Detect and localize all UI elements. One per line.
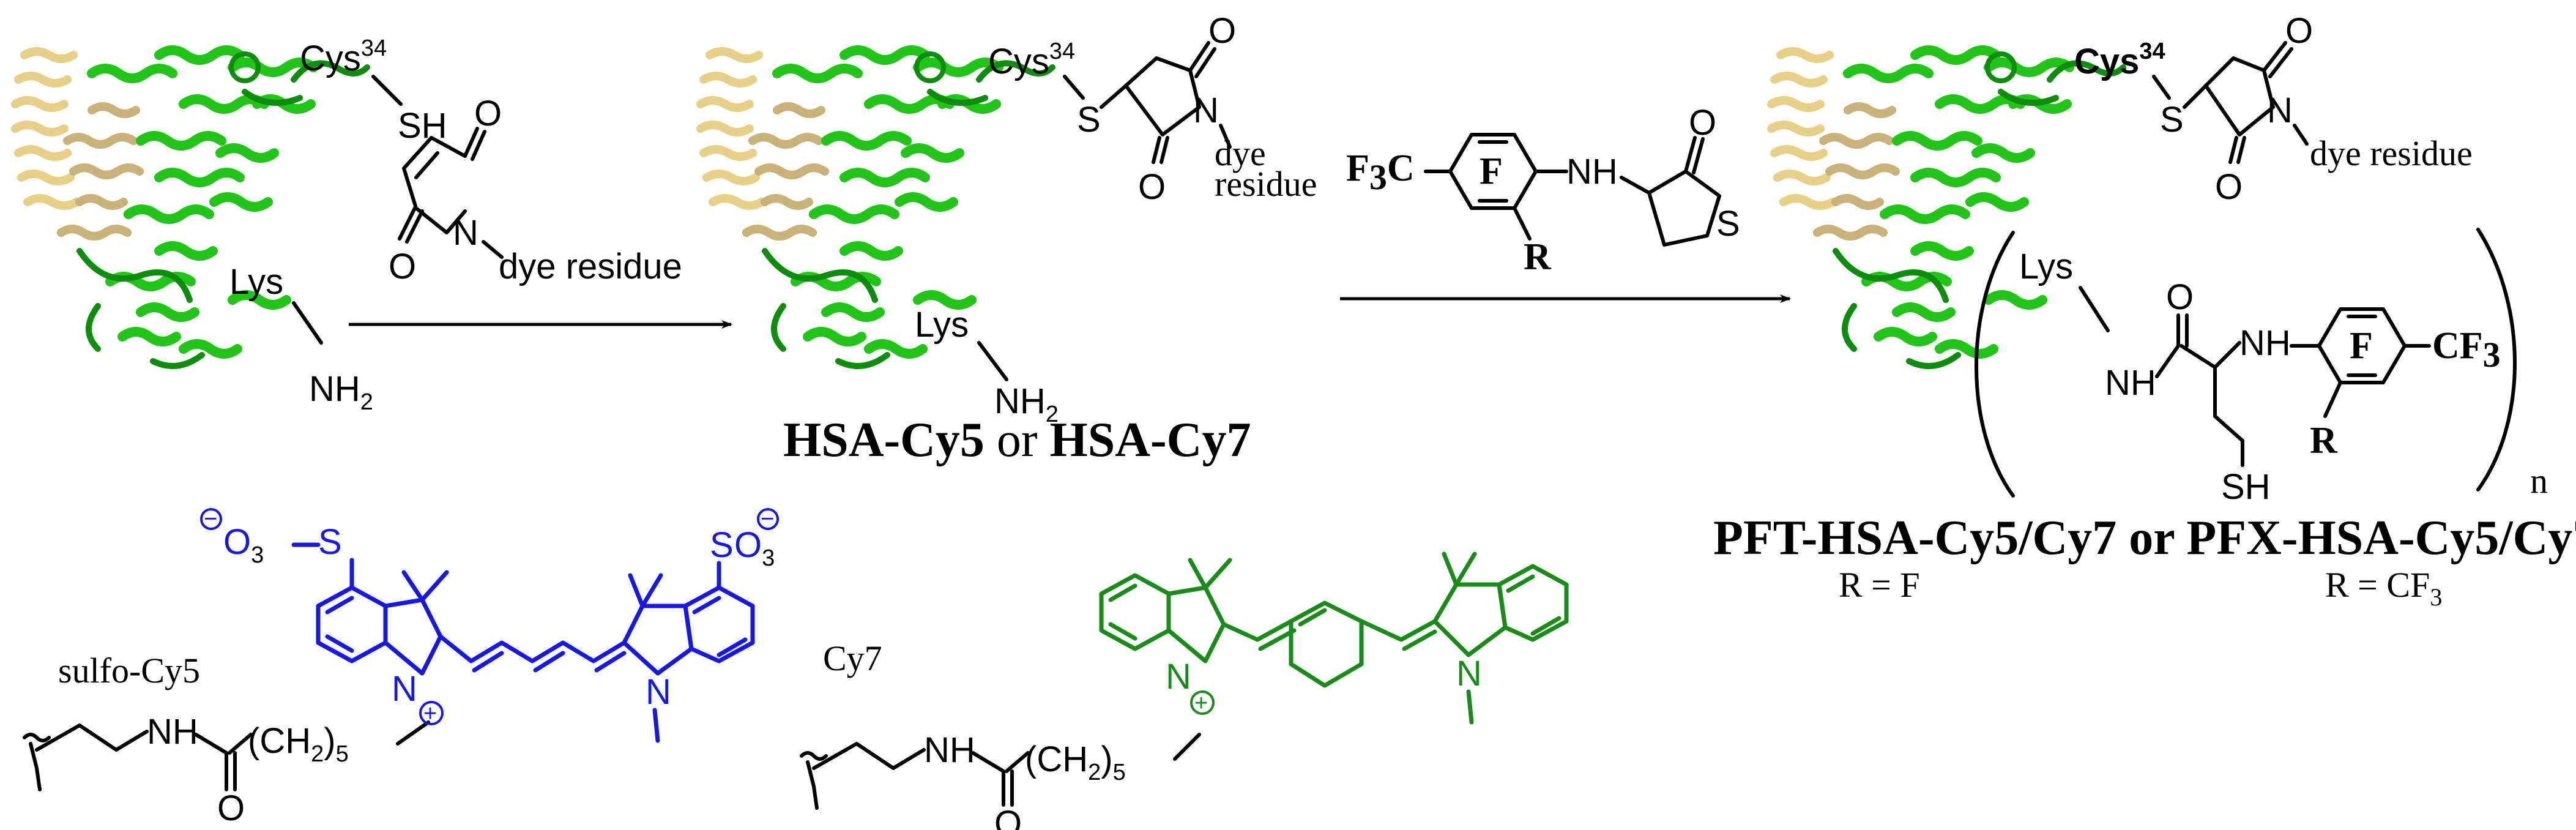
protein-structure-middle bbox=[701, 50, 1052, 366]
svg-text:N: N bbox=[646, 672, 671, 712]
r-equals-cf3: R = CF3 bbox=[2325, 565, 2442, 611]
r-equals-f: R = F bbox=[1839, 565, 1920, 605]
svg-text:S: S bbox=[710, 525, 734, 565]
svg-text:NH: NH bbox=[2105, 363, 2156, 403]
repeat-subscript-n: n bbox=[2530, 461, 2548, 501]
svg-text:O: O bbox=[1208, 11, 1236, 51]
svg-text:S: S bbox=[1716, 204, 1740, 244]
svg-text:dye residue: dye residue bbox=[2310, 133, 2473, 173]
svg-text:O: O bbox=[217, 788, 245, 828]
protein-structure-right bbox=[1771, 50, 2123, 366]
svg-text:F: F bbox=[2350, 325, 2373, 367]
svg-text:O: O bbox=[1689, 103, 1716, 143]
maleimide-reagent: O O N dye residue bbox=[389, 94, 682, 286]
svg-text:N: N bbox=[453, 213, 478, 253]
svg-text:S: S bbox=[318, 522, 342, 562]
svg-text:(CH2)5: (CH2)5 bbox=[248, 721, 349, 767]
middle-cys-succinimide: Cys34 S O O N dye residue bbox=[988, 11, 1317, 207]
svg-text:O: O bbox=[994, 804, 1022, 830]
svg-text:N: N bbox=[1456, 654, 1482, 694]
svg-text:N: N bbox=[392, 669, 417, 709]
left-cys-group: Cys34 SH bbox=[300, 36, 447, 146]
cy7-linker: NH O (CH2)5 bbox=[800, 730, 1201, 830]
svg-text:SH: SH bbox=[398, 106, 447, 146]
sulfo-cy5-core: S O3 − N + S O3 − N bbox=[200, 506, 779, 743]
svg-text:NH: NH bbox=[2239, 323, 2291, 363]
svg-text:−: − bbox=[761, 506, 774, 532]
cy7-core: N + N bbox=[1099, 551, 1569, 725]
left-lys-group: Lys NH2 bbox=[229, 262, 373, 415]
sulfo-cy5-label: sulfo-Cy5 bbox=[58, 651, 200, 690]
svg-text:F: F bbox=[1480, 151, 1503, 192]
right-lys-amide: Lys NH O NH SH F CF3 R bbox=[2019, 247, 2501, 507]
svg-text:N: N bbox=[2267, 91, 2293, 130]
svg-text:S: S bbox=[1077, 100, 1101, 140]
svg-text:Cys34: Cys34 bbox=[2074, 39, 2165, 81]
svg-text:O: O bbox=[389, 247, 416, 286]
svg-text:O: O bbox=[2215, 167, 2243, 207]
svg-text:O3: O3 bbox=[223, 522, 264, 568]
right-cys-succinimide: Cys34 S O O N dye residue bbox=[2074, 11, 2473, 207]
svg-text:S: S bbox=[2160, 100, 2184, 140]
right-parenthesis bbox=[2476, 228, 2517, 492]
svg-text:NH: NH bbox=[924, 730, 975, 770]
svg-text:N: N bbox=[1193, 91, 1219, 130]
svg-text:Cys34: Cys34 bbox=[988, 39, 1075, 81]
svg-text:N: N bbox=[1166, 657, 1191, 697]
svg-text:O: O bbox=[2285, 11, 2313, 51]
svg-text:dye residue: dye residue bbox=[499, 247, 682, 286]
svg-text:R: R bbox=[1524, 236, 1552, 278]
svg-text:F3C: F3C bbox=[1346, 148, 1415, 197]
svg-text:NH2: NH2 bbox=[994, 381, 1059, 427]
svg-text:(CH2)5: (CH2)5 bbox=[1025, 739, 1126, 785]
svg-text:+: + bbox=[423, 701, 437, 727]
svg-text:O: O bbox=[474, 94, 502, 133]
svg-text:NH2: NH2 bbox=[309, 369, 373, 415]
sulfo-cy5-linker: NH O (CH2)5 bbox=[23, 712, 430, 828]
svg-text:Lys: Lys bbox=[2019, 247, 2073, 286]
cy7-label: Cy7 bbox=[823, 638, 882, 678]
svg-text:Lys: Lys bbox=[229, 262, 283, 302]
svg-text:+: + bbox=[1194, 690, 1208, 716]
svg-text:Lys: Lys bbox=[915, 305, 969, 345]
product-label-pft-pfx: PFT-HSA-Cy5/Cy7 or PFX-HSA-Cy5/Cy7 bbox=[1713, 511, 2576, 565]
svg-text:dye: dye bbox=[1215, 133, 1266, 173]
svg-text:O: O bbox=[2166, 277, 2194, 317]
thiolactone-reagent: F3C F R NH O S bbox=[1346, 103, 1740, 278]
svg-text:SH: SH bbox=[2221, 467, 2271, 507]
svg-text:NH: NH bbox=[1566, 152, 1618, 192]
left-parenthesis bbox=[1975, 231, 2015, 498]
middle-lys-group: Lys NH2 bbox=[915, 305, 1059, 427]
svg-text:R: R bbox=[2310, 420, 2338, 462]
product-label-hsa-cy: HSA-Cy5 or HSA-Cy7 bbox=[783, 413, 1251, 467]
svg-text:O: O bbox=[1138, 167, 1166, 207]
svg-text:−: − bbox=[204, 506, 217, 532]
svg-text:CF3: CF3 bbox=[2432, 325, 2501, 375]
svg-text:O3: O3 bbox=[734, 525, 775, 571]
svg-text:residue: residue bbox=[1215, 164, 1317, 204]
protein-structure-left bbox=[15, 50, 367, 366]
svg-text:Cys34: Cys34 bbox=[300, 36, 387, 78]
svg-text:NH: NH bbox=[147, 712, 198, 752]
